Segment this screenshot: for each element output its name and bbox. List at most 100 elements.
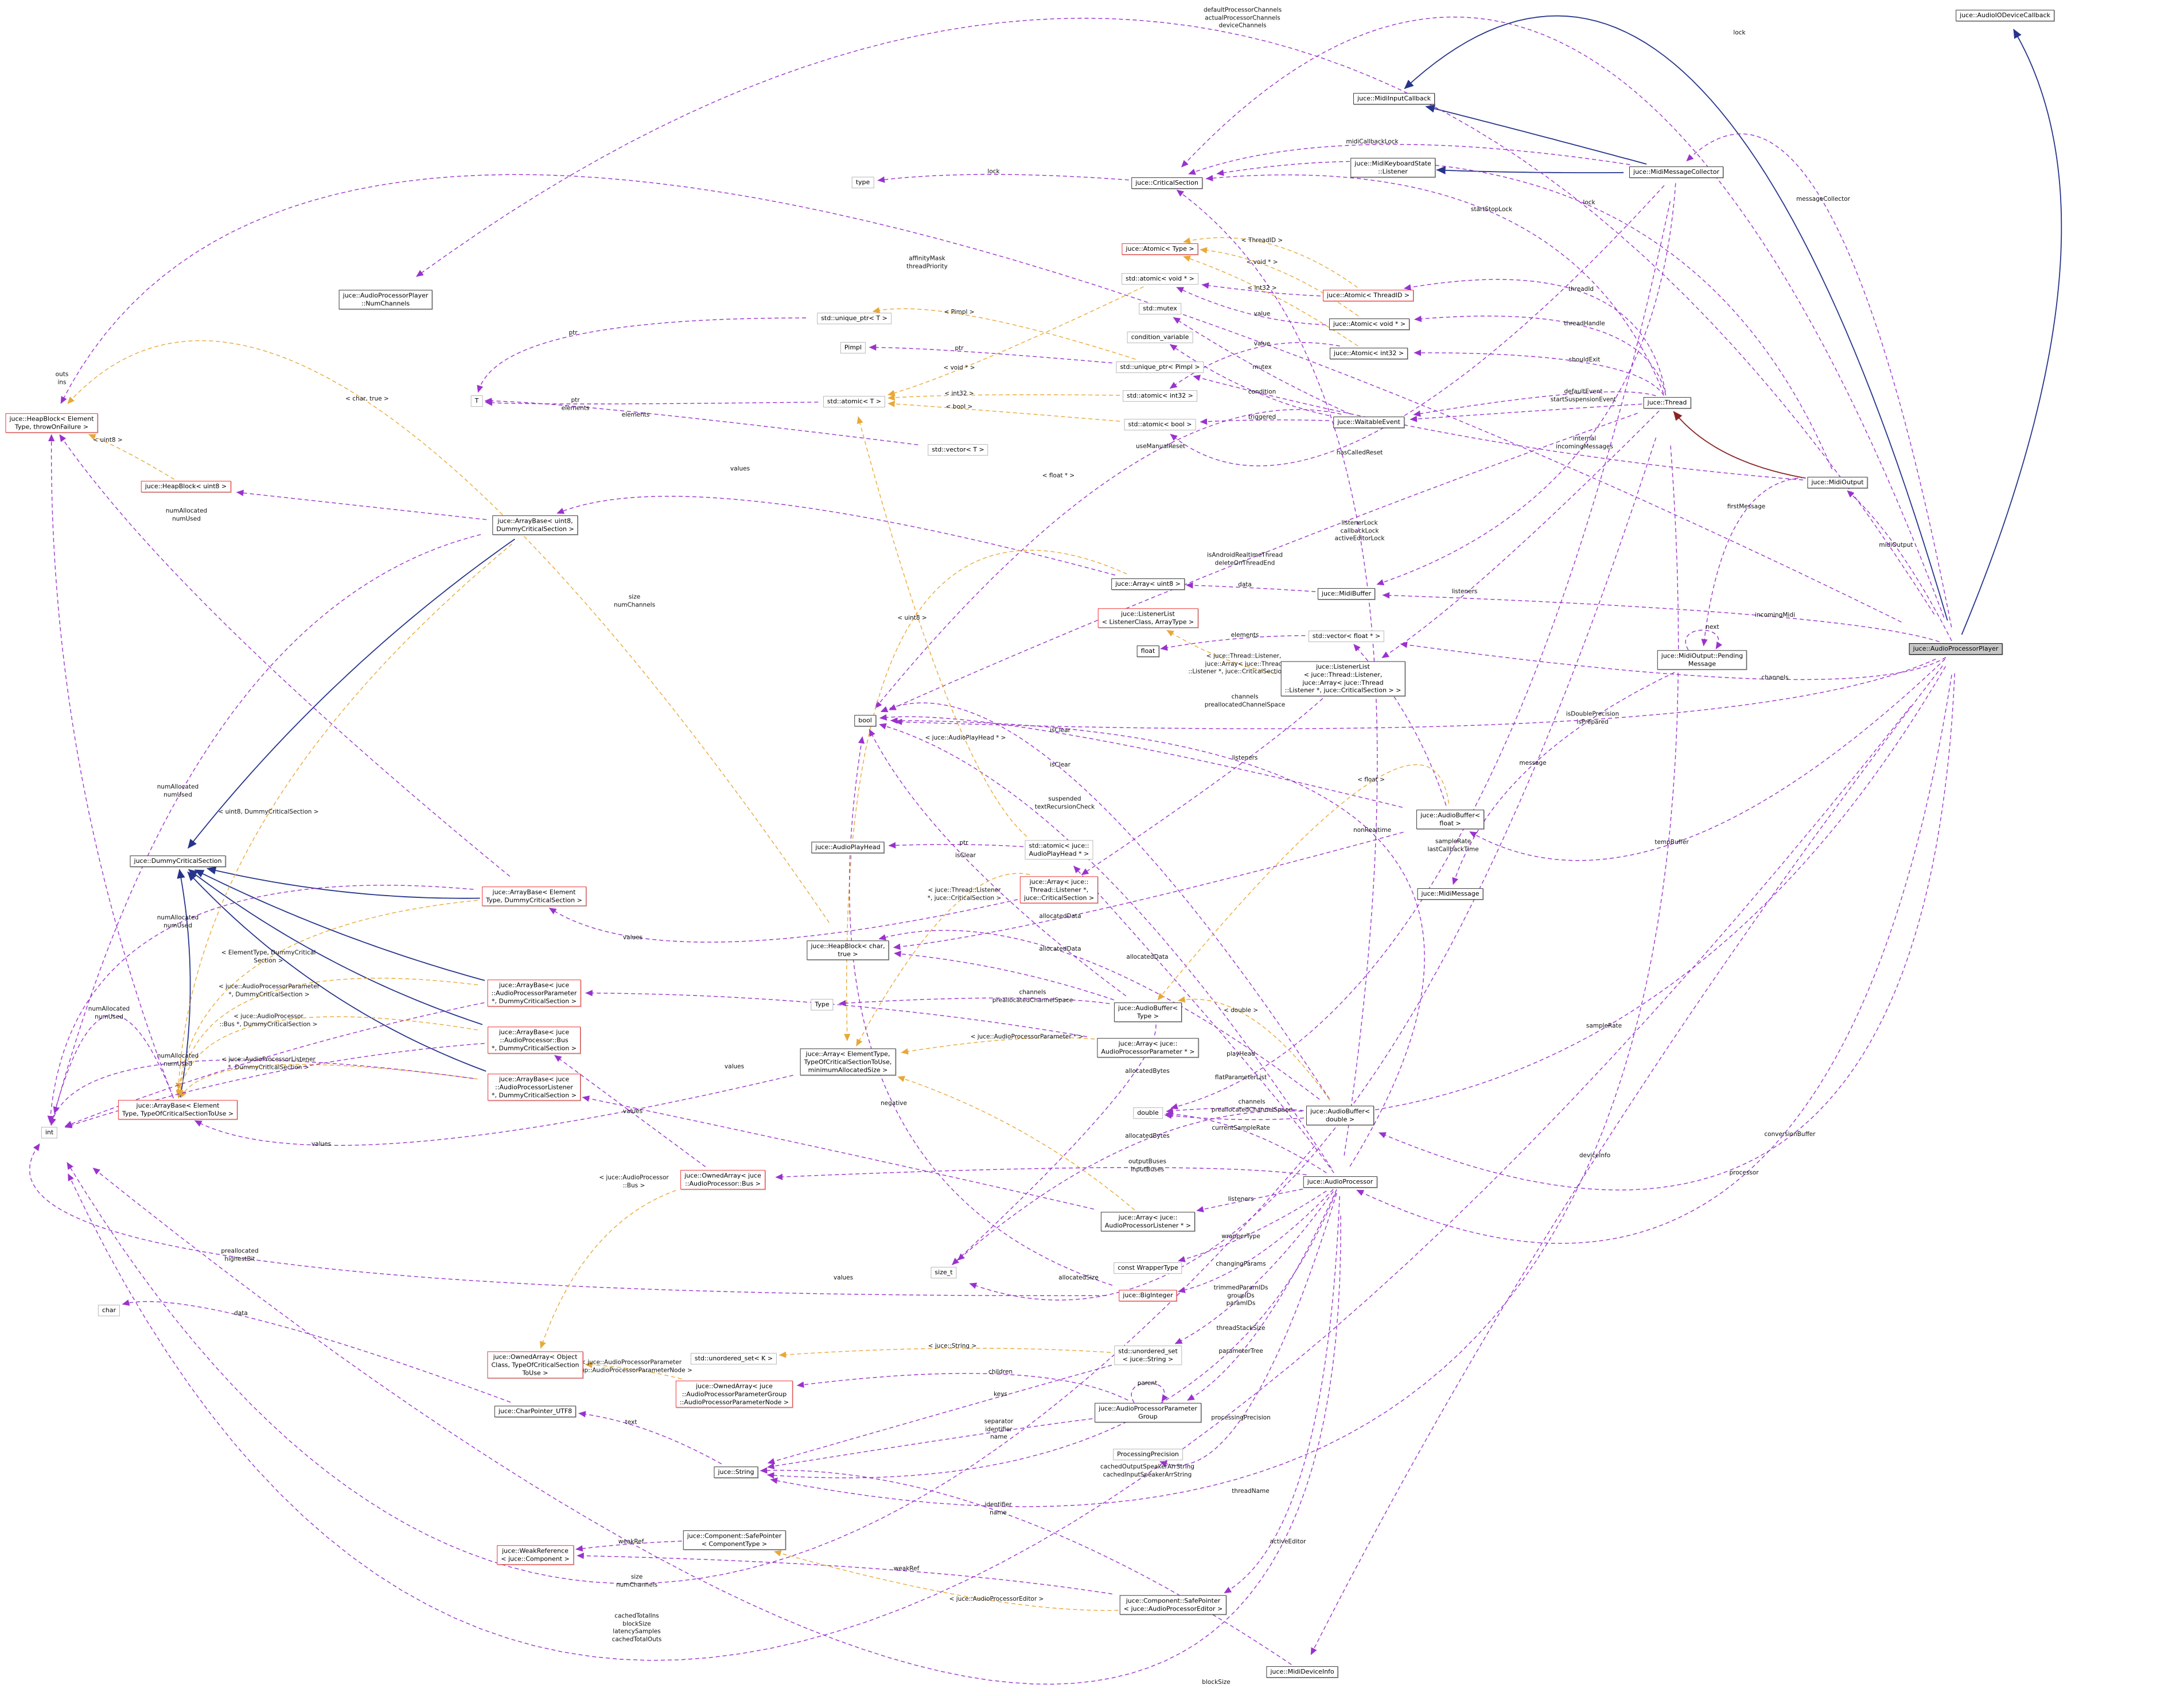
node-ownedtpl[interactable]: juce::OwnedArray< Object Class, TypeOfCr…	[487, 1351, 583, 1379]
edge-abelddcs-abeltocs	[176, 900, 478, 1098]
node-int[interactable]: int	[41, 1127, 58, 1138]
node-weakref[interactable]: juce::WeakReference < juce::Component >	[497, 1545, 574, 1565]
edge-app-midiout	[1847, 490, 1952, 641]
node-midikbd[interactable]: juce::MidiKeyboardState ::Listener	[1350, 158, 1435, 177]
node-arrparamp[interactable]: juce::Array< juce:: AudioProcessorParame…	[1097, 1038, 1199, 1057]
node-arru8[interactable]: juce::Array< uint8 >	[1111, 578, 1185, 590]
node-app[interactable]: juce::AudioProcessorPlayer	[1909, 643, 2003, 655]
node-audbuftype[interactable]: juce::AudioBuffer< Type >	[1114, 1002, 1182, 1022]
node-numch[interactable]: juce::AudioProcessorPlayer ::NumChannels	[338, 290, 433, 309]
node-dummycs[interactable]: juce::DummyCriticalSection	[130, 855, 226, 867]
edge-abu8-int	[53, 534, 481, 1114]
node-float[interactable]: float	[1136, 645, 1159, 657]
node-atomT[interactable]: std::atomic< T >	[823, 396, 886, 407]
node-atomint32T[interactable]: std::atomic< int32 >	[1123, 390, 1197, 402]
edge-uptrpimpl-pimpl	[869, 344, 1112, 364]
edge-heapchar-heapel	[67, 340, 830, 923]
edge-vecfloatp-float	[1160, 635, 1306, 651]
edge-audbufdbl-heapchar	[878, 929, 1320, 1100]
node-audproc[interactable]: juce::AudioProcessor	[1303, 1176, 1377, 1188]
node-waitevent[interactable]: juce::WaitableEvent	[1333, 417, 1404, 428]
edge-arrthreadlis-arreltcs	[856, 873, 1030, 1047]
edge-app-aiodc	[1961, 29, 2062, 635]
node-thread[interactable]: juce::Thread	[1643, 397, 1691, 409]
node-abparam[interactable]: juce::ArrayBase< juce ::AudioProcessorPa…	[487, 979, 581, 1007]
node-jatomint32[interactable]: juce::Atomic< int32 >	[1329, 348, 1408, 359]
node-jatomvoid[interactable]: juce::Atomic< void * >	[1329, 318, 1410, 330]
node-heapel[interactable]: juce::HeapBlock< Element Type, throwOnFa…	[5, 413, 98, 433]
node-uptrpimpl[interactable]: std::unique_ptr< Pimpl >	[1116, 361, 1204, 373]
node-uptrT[interactable]: std::unique_ptr< T >	[817, 313, 891, 324]
node-typeN[interactable]: Type	[811, 999, 834, 1010]
node-lltpl[interactable]: juce::ListenerList < ListenerClass, Arra…	[1097, 608, 1198, 628]
node-aiodc[interactable]: juce::AudioIODeviceCallback	[1956, 10, 2054, 21]
node-vecfloatp[interactable]: std::vector< float * >	[1308, 631, 1385, 642]
node-aph[interactable]: juce::AudioPlayHead	[811, 842, 885, 853]
node-string[interactable]: juce::String	[714, 1467, 758, 1478]
node-procprec[interactable]: ProcessingPrecision	[1113, 1449, 1183, 1460]
node-condvar[interactable]: condition_variable	[1127, 332, 1193, 343]
edge-thread-waitevent	[1410, 403, 1642, 422]
node-pimpl[interactable]: Pimpl	[840, 342, 866, 353]
node-midiincb[interactable]: juce::MidiInputCallback	[1353, 93, 1435, 104]
node-safeedit[interactable]: juce::Component::SafePointer < juce::Aud…	[1119, 1595, 1227, 1615]
node-constwt[interactable]: const WrapperType	[1114, 1262, 1182, 1274]
node-atomtype[interactable]: juce::Atomic< Type >	[1122, 243, 1198, 255]
edge-ablis-dummycs	[187, 872, 486, 1072]
edge-abeltocs-heapel	[48, 434, 174, 1099]
node-jatomthreadid[interactable]: juce::Atomic< ThreadID >	[1322, 290, 1414, 301]
node-type[interactable]: type	[851, 177, 874, 188]
node-mididev[interactable]: juce::MidiDeviceInfo	[1266, 1666, 1338, 1678]
node-ownednode[interactable]: juce::OwnedArray< juce ::AudioProcessorP…	[675, 1380, 793, 1408]
edge-unordset-unordsetK	[778, 1348, 1111, 1358]
node-midiout[interactable]: juce::MidiOutput	[1807, 477, 1868, 488]
node-pendmsg[interactable]: juce::MidiOutput::Pending Message	[1657, 650, 1747, 670]
node-audbufdbl[interactable]: juce::AudioBuffer< double >	[1306, 1106, 1375, 1125]
node-llthread[interactable]: juce::ListenerList < juce::Thread::Liste…	[1280, 661, 1406, 697]
node-abelddcs[interactable]: juce::ArrayBase< Element Type, DummyCrit…	[482, 886, 586, 906]
node-bigint[interactable]: juce::BigInteger	[1119, 1290, 1177, 1301]
edge-arrlisp-arreltcs	[897, 1076, 1135, 1211]
edge-atomvoidT-atomT	[887, 286, 1144, 396]
node-bool[interactable]: bool	[854, 715, 876, 726]
edge-audproc-unordset	[1174, 1191, 1334, 1344]
node-char[interactable]: char	[98, 1305, 120, 1316]
node-arrthreadlis[interactable]: juce::Array< juce:: Thread::Listener *, …	[1019, 876, 1099, 904]
edge-app-heapel	[60, 174, 1902, 623]
edge-waitevent-stdmutex	[1173, 317, 1351, 415]
node-midicol[interactable]: juce::MidiMessageCollector	[1629, 166, 1723, 178]
node-unordsetK[interactable]: std::unordered_set< K >	[690, 1353, 777, 1364]
edge-ablis-abeltocs	[180, 1064, 478, 1098]
edge-ownedbus-ownedtpl	[540, 1190, 676, 1349]
node-heapu8[interactable]: juce::HeapBlock< uint8 >	[141, 481, 231, 492]
node-audbuffloat[interactable]: juce::AudioBuffer< float >	[1416, 810, 1485, 829]
node-safecomp[interactable]: juce::Component::SafePointer < Component…	[683, 1530, 786, 1550]
edge-audbuftype-heapchar	[894, 951, 1115, 1001]
node-heapchar[interactable]: juce::HeapBlock< char, true >	[807, 940, 889, 960]
node-stdmutex[interactable]: std::mutex	[1139, 303, 1181, 314]
node-unordset[interactable]: std::unordered_set < juce::String >	[1114, 1345, 1182, 1365]
node-charptr[interactable]: juce::CharPointer_UTF8	[494, 1406, 577, 1417]
edge-thread-jatomvoid	[1414, 316, 1667, 396]
node-ownedbus[interactable]: juce::OwnedArray< juce ::AudioProcessor:…	[680, 1170, 765, 1189]
node-atombool[interactable]: std::atomic< bool >	[1124, 419, 1196, 430]
node-arreltcs[interactable]: juce::Array< ElementType, TypeOfCritical…	[800, 1048, 896, 1076]
node-abu8[interactable]: juce::ArrayBase< uint8, DummyCriticalSec…	[492, 515, 578, 535]
edge-app-midiincb	[1404, 15, 1948, 621]
node-appgroup[interactable]: juce::AudioProcessorParameter Group	[1095, 1403, 1201, 1422]
node-T[interactable]: T	[470, 395, 483, 407]
node-atomvoidT[interactable]: std::atomic< void * >	[1122, 273, 1198, 285]
edge-pendmsg-midimsg	[1452, 672, 1675, 885]
node-midimsg[interactable]: juce::MidiMessage	[1417, 888, 1484, 900]
node-sizet[interactable]: size_t	[931, 1267, 957, 1278]
edge-atomaph-aph	[888, 842, 1023, 849]
node-atomaph[interactable]: std::atomic< juce:: AudioPlayHead * >	[1025, 840, 1093, 859]
node-ablis[interactable]: juce::ArrayBase< juce ::AudioProcessorLi…	[488, 1073, 581, 1101]
node-critsec[interactable]: juce::CriticalSection	[1131, 177, 1202, 189]
node-vectorT[interactable]: std::vector< T >	[928, 444, 988, 456]
node-midibuf[interactable]: juce::MidiBuffer	[1317, 588, 1376, 600]
node-arrlisp[interactable]: juce::Array< juce:: AudioProcessorListen…	[1100, 1212, 1196, 1231]
node-abbus[interactable]: juce::ArrayBase< juce ::AudioProcessor::…	[488, 1026, 581, 1054]
node-abeltocs[interactable]: juce::ArrayBase< Element Type, TypeOfCri…	[118, 1100, 238, 1119]
node-double[interactable]: double	[1133, 1107, 1163, 1119]
